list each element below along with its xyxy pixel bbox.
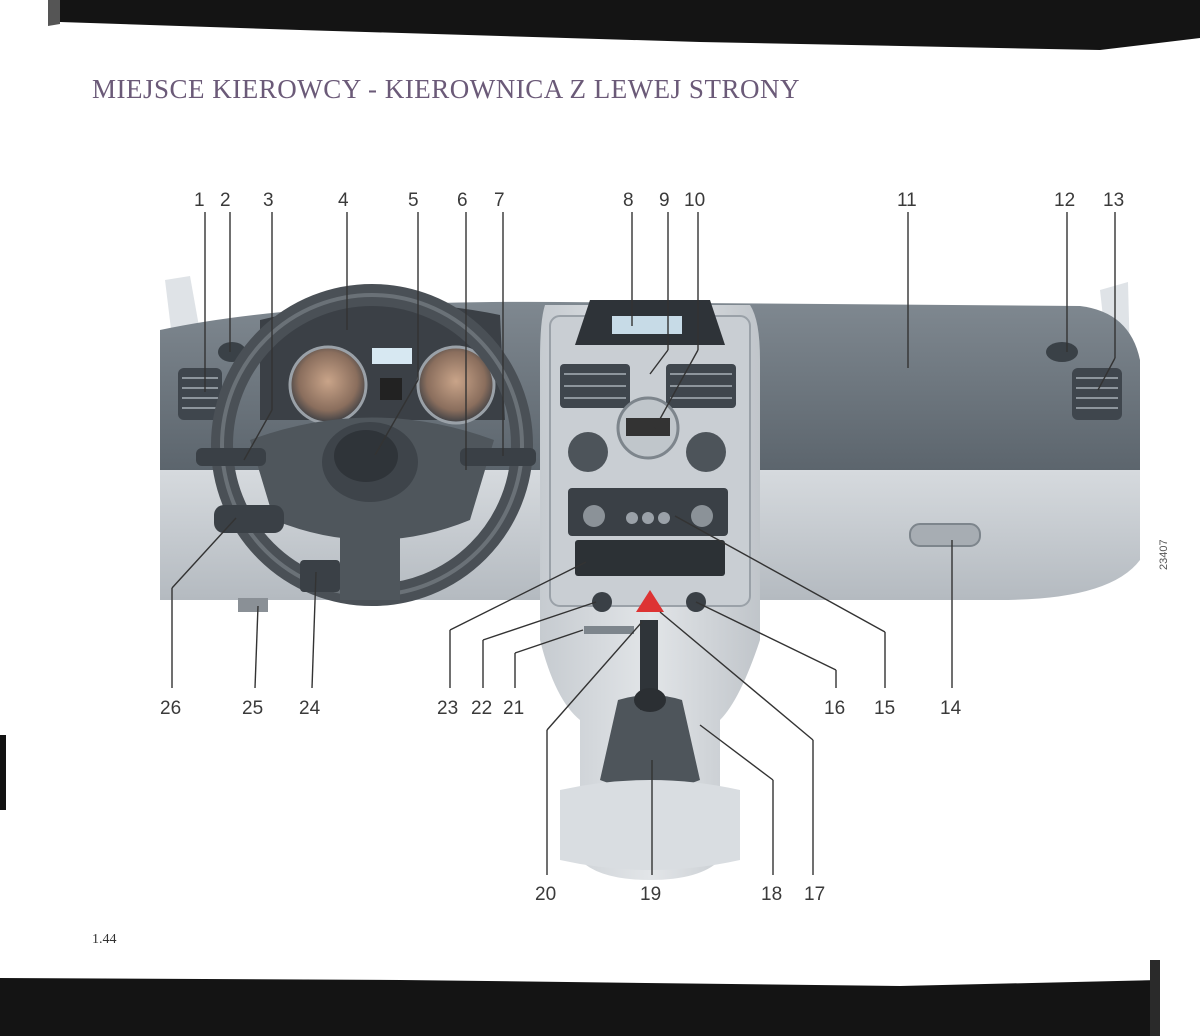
callout-3: 3	[263, 190, 274, 211]
callout-1: 1	[194, 190, 205, 211]
figure-reference: 23407	[1158, 539, 1170, 570]
callout-4: 4	[338, 190, 349, 211]
callout-24: 24	[299, 698, 321, 719]
scan-edge-left	[0, 735, 6, 810]
callout-10: 10	[684, 190, 706, 211]
callout-15: 15	[874, 698, 896, 719]
callout-20: 20	[535, 884, 557, 905]
scan-edge-bottom	[0, 960, 1160, 1036]
callout-23: 23	[437, 698, 459, 719]
callout-9: 9	[659, 190, 670, 211]
callout-16: 16	[824, 698, 846, 719]
callout-11: 11	[897, 190, 917, 211]
page-number: 1.44	[92, 932, 117, 947]
callout-26: 26	[160, 698, 182, 719]
callout-2: 2	[220, 190, 231, 211]
callout-17: 17	[804, 884, 826, 905]
callout-22: 22	[471, 698, 493, 719]
callout-8: 8	[623, 190, 634, 211]
page-title: MIEJSCE KIEROWCY - KIEROWNICA Z LEWEJ ST…	[92, 74, 800, 104]
callout-7: 7	[494, 190, 505, 211]
callout-18: 18	[761, 884, 783, 905]
callout-19: 19	[640, 884, 662, 905]
callout-12: 12	[1054, 190, 1076, 211]
callout-25: 25	[242, 698, 264, 719]
callout-21: 21	[503, 698, 525, 719]
callout-13: 13	[1103, 190, 1125, 211]
callout-14: 14	[940, 698, 962, 719]
callout-6: 6	[457, 190, 468, 211]
callout-5: 5	[408, 190, 419, 211]
scan-edge-top	[48, 0, 1200, 50]
callout-leaders	[171, 212, 1116, 875]
